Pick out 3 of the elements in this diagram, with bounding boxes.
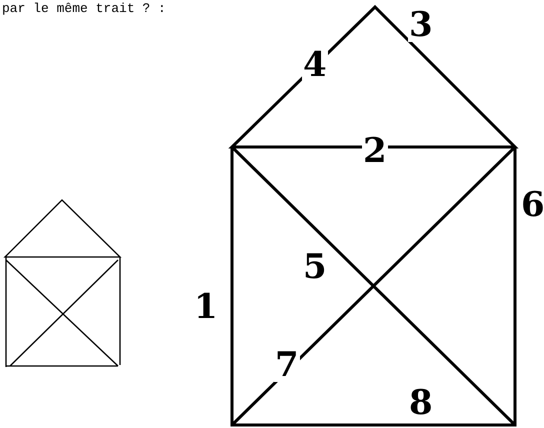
segment-number: 4 (302, 48, 328, 82)
question-text: par le même trait ? : (2, 1, 166, 16)
segment-number: 7 (274, 348, 300, 382)
